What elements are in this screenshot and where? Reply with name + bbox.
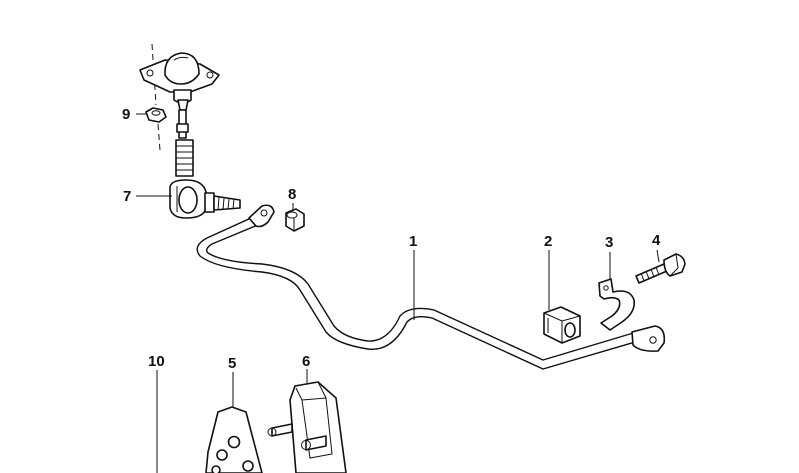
clamp-bracket (598, 278, 636, 331)
callout-9: 9 (122, 106, 130, 123)
bolt (635, 253, 686, 284)
rubber-mount (543, 306, 581, 344)
callout-10: 10 (148, 353, 165, 370)
stabilizer-bar (196, 212, 643, 370)
callout-2: 2 (544, 233, 552, 250)
stabilizer-right-eye (631, 325, 666, 352)
lock-nut (145, 107, 167, 123)
callout-1: 1 (409, 233, 417, 250)
nut (285, 208, 305, 232)
bracket-plate (205, 406, 263, 473)
callout-3: 3 (605, 234, 613, 251)
stabilizer-left-eye (248, 204, 275, 228)
leader-lines (136, 113, 660, 473)
callout-5: 5 (228, 355, 236, 372)
callout-6: 6 (302, 353, 310, 370)
callout-4: 4 (652, 232, 661, 249)
callout-8: 8 (288, 186, 296, 203)
mounting-bracket (267, 381, 347, 473)
callout-7: 7 (123, 188, 131, 205)
connecting-link (139, 43, 241, 219)
